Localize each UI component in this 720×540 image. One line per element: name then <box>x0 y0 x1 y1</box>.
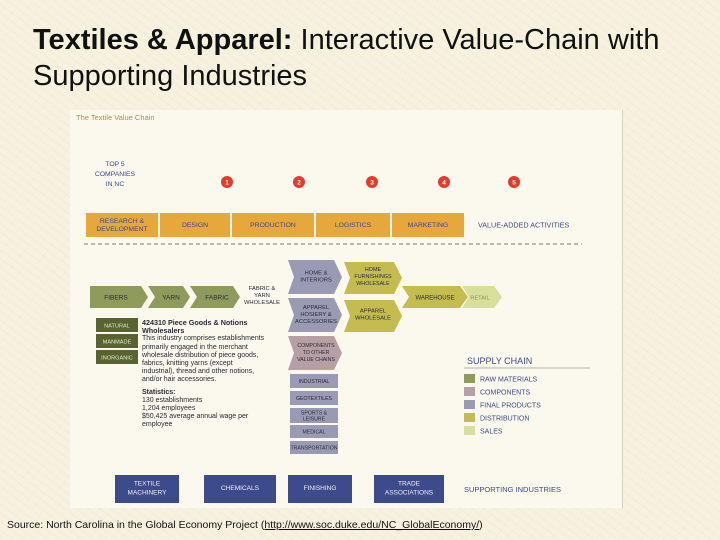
chevron-home-furnishings-wholesale[interactable] <box>344 262 402 294</box>
value-stage-label-4: LOGISTICS <box>335 222 372 229</box>
label-fabric: FABRIC <box>205 295 229 302</box>
chevron-yarn[interactable] <box>148 286 190 308</box>
supporting-industry-label-3: FINISHING <box>304 485 337 492</box>
company-marker-2[interactable] <box>293 176 305 188</box>
supply-chain-title: SUPPLY CHAIN <box>467 356 532 366</box>
source-link[interactable]: http://www.soc.duke.edu/NC_GlobalEconomy… <box>264 519 480 531</box>
label-retail: RETAIL <box>470 296 489 302</box>
slide-title-rest: Interactive Value-Chain with Supporting … <box>33 24 660 92</box>
chevron-retail[interactable] <box>462 286 502 308</box>
fiber-type-3[interactable] <box>96 350 138 364</box>
industry-info-box: 424310 Piece Goods & Notions Wholesalers… <box>142 318 266 469</box>
legend-swatch-4 <box>464 413 475 422</box>
supporting-industry-1[interactable] <box>115 475 179 503</box>
supporting-industries-label: SUPPORTING INDUSTRIES <box>464 485 561 494</box>
legend-swatch-3 <box>464 400 475 409</box>
product-type-label-5: TRANSPORTATION <box>291 446 338 452</box>
info-stat-3: $50,425 average annual wage per employee <box>142 413 249 429</box>
legend-label-1: RAW MATERIALS <box>480 377 538 384</box>
source-note: Source: North Carolina in the Global Eco… <box>7 519 717 531</box>
slide-title-bold: Textiles & Apparel: <box>33 24 293 56</box>
product-type-3[interactable] <box>290 408 338 423</box>
value-stage-4[interactable] <box>316 213 390 237</box>
info-title-1: 424310 Piece Goods & Notions <box>142 318 248 327</box>
legend-label-4: DISTRIBUTION <box>480 416 529 423</box>
company-marker-number-1: 1 <box>225 180 229 187</box>
supporting-industry-3[interactable] <box>288 475 352 503</box>
legend-swatch-1 <box>464 374 475 383</box>
product-type-2[interactable] <box>290 391 338 405</box>
company-marker-4[interactable] <box>438 176 450 188</box>
info-stats-title: Statistics: <box>142 388 176 396</box>
chevron-apparel-wholesale[interactable] <box>344 300 402 332</box>
value-stage-5[interactable] <box>392 213 464 237</box>
slide-title: Textiles & Apparel: Interactive Value-Ch… <box>33 22 693 94</box>
info-stat-2: 1,204 employees <box>142 405 196 413</box>
product-type-1[interactable] <box>290 374 338 388</box>
fiber-type-label-3: INORGANIC <box>101 356 133 362</box>
chevron-warehouse[interactable] <box>402 286 468 308</box>
legend-label-5: SALES <box>480 429 503 436</box>
fiber-type-label-1: NATURAL <box>104 324 130 330</box>
value-added-label: VALUE-ADDED ACTIVITIES <box>478 221 570 230</box>
fiber-type-2[interactable] <box>96 334 138 348</box>
fiber-type-label-2: MANMADE <box>103 340 132 346</box>
supporting-industry-label-2: CHEMICALS <box>221 485 260 492</box>
legend-swatch-5 <box>464 426 475 435</box>
chevron-home-interiors[interactable] <box>288 260 342 294</box>
chevron-fabric[interactable] <box>190 286 240 308</box>
label-home-interiors: HOME &INTERIORS <box>300 271 332 284</box>
value-stage-1[interactable] <box>86 213 158 237</box>
value-stage-label-5: MARKETING <box>408 222 448 229</box>
value-stage-label-3: PRODUCTION <box>250 222 296 229</box>
label-yarn: YARN <box>162 295 180 302</box>
value-stage-label-2: DESIGN <box>182 222 208 229</box>
supporting-industry-4[interactable] <box>374 475 444 503</box>
source-close: ) <box>479 519 483 531</box>
value-stage-2[interactable] <box>160 213 230 237</box>
company-marker-number-2: 2 <box>297 180 301 187</box>
company-marker-1[interactable] <box>221 176 233 188</box>
info-stat-1: 130 establishments <box>142 396 203 404</box>
product-type-label-2: GEOTEXTILES <box>296 396 333 402</box>
legend-label-2: COMPONENTS <box>480 390 531 397</box>
company-marker-number-5: 5 <box>512 180 516 187</box>
company-marker-number-4: 4 <box>442 180 446 187</box>
product-type-label-3: SPORTS &LEISURE <box>301 411 328 423</box>
source-text: Source: North Carolina in the Global Eco… <box>7 519 265 531</box>
info-title-2: Wholesalers <box>142 326 185 336</box>
chevron-fibers[interactable] <box>90 286 148 308</box>
company-marker-3[interactable] <box>366 176 378 188</box>
legend-swatch-2 <box>464 387 475 396</box>
figure-caption: The Textile Value Chain <box>76 113 155 122</box>
company-marker-number-3: 3 <box>370 180 374 187</box>
supporting-industry-2[interactable] <box>204 475 276 503</box>
label-warehouse: WAREHOUSE <box>415 296 454 302</box>
chevron-components[interactable] <box>288 336 342 370</box>
value-stage-3[interactable] <box>232 213 314 237</box>
product-type-label-1: INDUSTRIAL <box>299 379 330 385</box>
chevron-apparel-hosiery[interactable] <box>288 298 342 332</box>
info-body: This industry comprises establishments p… <box>142 335 265 384</box>
product-type-5[interactable] <box>290 441 338 454</box>
product-type-4[interactable] <box>290 425 338 438</box>
company-marker-5[interactable] <box>508 176 520 188</box>
value-stage-label-1: RESEARCH &DEVELOPMENT <box>96 218 147 233</box>
legend-label-3: FINAL PRODUCTS <box>480 403 541 410</box>
label-fibers: FIBERS <box>104 295 128 302</box>
fiber-type-1[interactable] <box>96 318 138 332</box>
product-type-label-4: MEDICAL <box>302 430 325 436</box>
